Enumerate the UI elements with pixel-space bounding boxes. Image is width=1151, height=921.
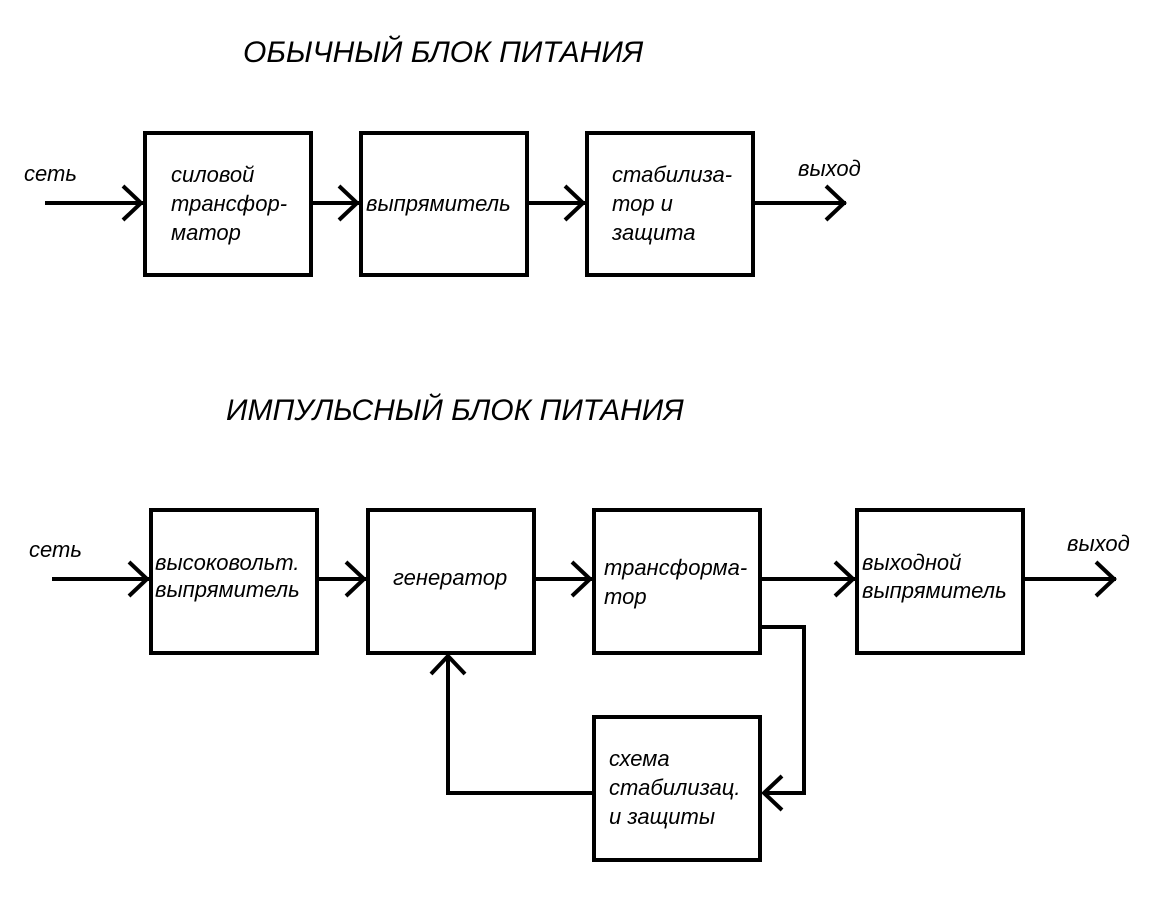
block-transformer-text: трансформа- тор	[604, 555, 753, 609]
wire-stabilization-to-generator	[446, 656, 592, 795]
block-hv-rectifier: высоковольт. выпрямитель	[149, 508, 319, 655]
block-power-transformer: силовой трансфор- матор	[143, 131, 313, 277]
arrowhead-output-rectifier	[833, 560, 856, 598]
switching-title: ИМПУЛЬСНЫЙ БЛОК ПИТАНИЯ	[226, 393, 684, 427]
switching-input-arrowhead	[127, 560, 150, 598]
block-transformer: трансформа- тор	[592, 508, 762, 655]
arrowhead-generator	[344, 560, 367, 598]
conventional-output-label: выход	[798, 156, 861, 181]
block-rectifier-text: выпрямитель	[366, 191, 511, 216]
conventional-output-arrowhead	[824, 184, 847, 222]
block-rectifier: выпрямитель	[359, 131, 529, 277]
block-hv-rectifier-text: высоковольт. выпрямитель	[155, 550, 306, 602]
switching-output-arrowhead	[1094, 560, 1117, 598]
wire-transformer-to-stabilization	[760, 625, 806, 795]
block-output-rectifier: выходной выпрямитель	[855, 508, 1025, 655]
block-stabilization-protection-circuit-text: схема стабилизац. и защиты	[609, 746, 747, 829]
arrowhead-generator-feedback	[429, 653, 467, 676]
block-generator: генератор	[366, 508, 536, 655]
block-power-transformer-text: силовой трансфор- матор	[171, 162, 293, 245]
switching-input-label: сеть	[29, 537, 82, 562]
block-stabilization-protection-circuit: схема стабилизац. и защиты	[592, 715, 762, 862]
conventional-title: ОБЫЧНЫЙ БЛОК ПИТАНИЯ	[243, 35, 644, 69]
arrowhead-stabilization	[761, 774, 784, 812]
block-stabilizer-protection: стабилиза- тор и защита	[585, 131, 755, 277]
arrowhead-rectifier	[337, 184, 360, 222]
arrowhead-transformer	[570, 560, 593, 598]
block-output-rectifier-text: выходной выпрямитель	[862, 550, 1007, 603]
conventional-input-label: сеть	[24, 161, 77, 186]
block-stabilizer-protection-text: стабилиза- тор и защита	[611, 162, 738, 245]
block-generator-text: генератор	[393, 565, 507, 590]
arrowhead-stabilizer	[563, 184, 586, 222]
conventional-input-arrowhead	[121, 184, 144, 222]
switching-output-label: выход	[1067, 531, 1130, 556]
